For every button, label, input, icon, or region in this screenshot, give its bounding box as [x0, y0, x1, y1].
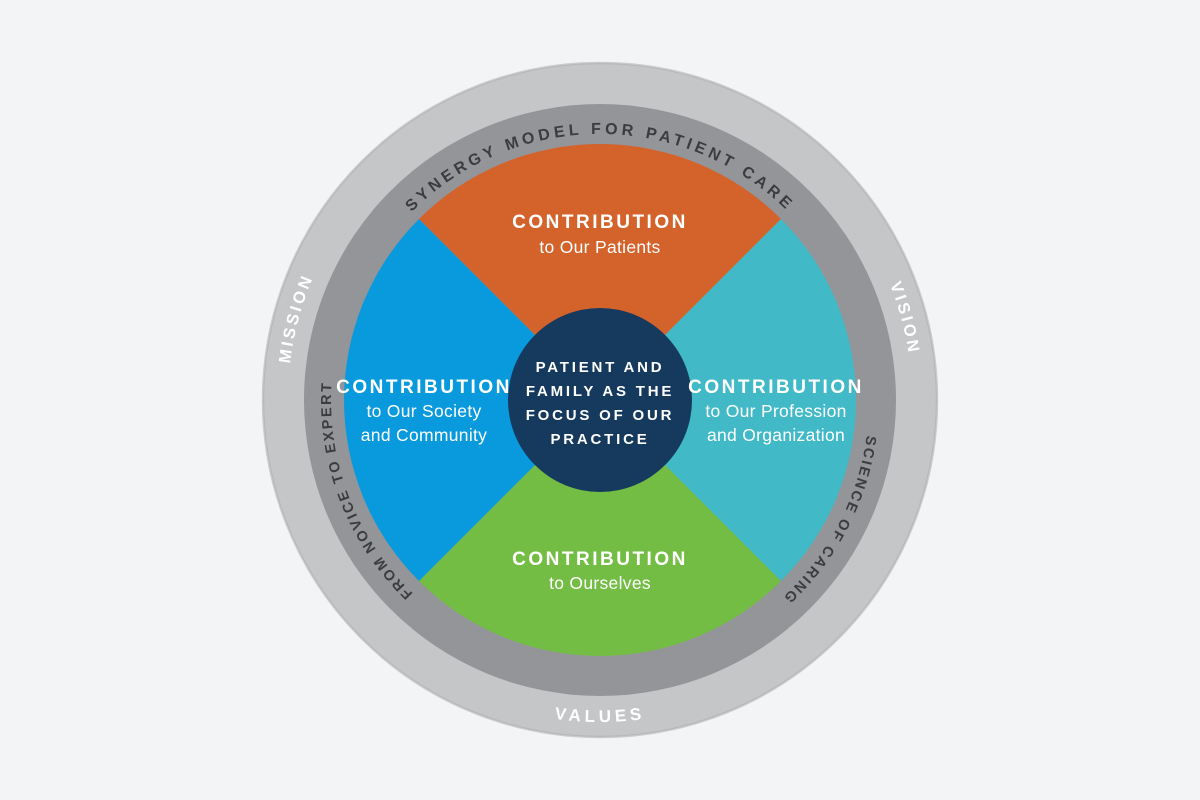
- quadrant-left-text: CONTRIBUTION to Our Society and Communit…: [336, 377, 512, 445]
- center-circle: [508, 308, 692, 492]
- quadrant-bottom-text: CONTRIBUTION to Ourselves: [512, 549, 688, 593]
- quadrant-right-heading: CONTRIBUTION: [688, 377, 864, 398]
- quadrant-left-subtext-1: to Our Society: [366, 401, 481, 421]
- center-circle-text: PATIENT AND FAMILY AS THE FOCUS OF OUR P…: [526, 359, 675, 448]
- center-text-line-2: FAMILY AS THE: [526, 383, 674, 400]
- quadrant-top-text: CONTRIBUTION to Our Patients: [512, 212, 688, 257]
- quadrant-left-heading: CONTRIBUTION: [336, 377, 512, 398]
- quadrant-top-subtext: to Our Patients: [539, 237, 660, 257]
- center-text-line-4: PRACTICE: [550, 431, 649, 448]
- quadrant-bottom-subtext: to Ourselves: [549, 573, 651, 593]
- quadrant-top-patients: [419, 144, 781, 400]
- quadrant-left-society: [344, 219, 600, 581]
- values-arc-label: VALUES: [554, 704, 646, 726]
- quadrant-right-subtext-2: and Organization: [707, 425, 845, 445]
- quadrant-right-profession: [600, 219, 856, 581]
- quadrant-left-subtext-2: and Community: [361, 425, 487, 445]
- outer-ring-edge: [261, 61, 939, 739]
- center-text-line-1: PATIENT AND: [536, 359, 665, 376]
- quadrant-right-text: CONTRIBUTION to Our Profession and Organ…: [688, 377, 864, 445]
- center-text-line-3: FOCUS OF OUR: [526, 407, 675, 424]
- quadrant-top-heading: CONTRIBUTION: [512, 212, 688, 233]
- quadrant-right-subtext-1: to Our Profession: [705, 401, 846, 421]
- quadrant-bottom-heading: CONTRIBUTION: [512, 549, 688, 570]
- quadrant-bottom-ourselves: [419, 400, 781, 656]
